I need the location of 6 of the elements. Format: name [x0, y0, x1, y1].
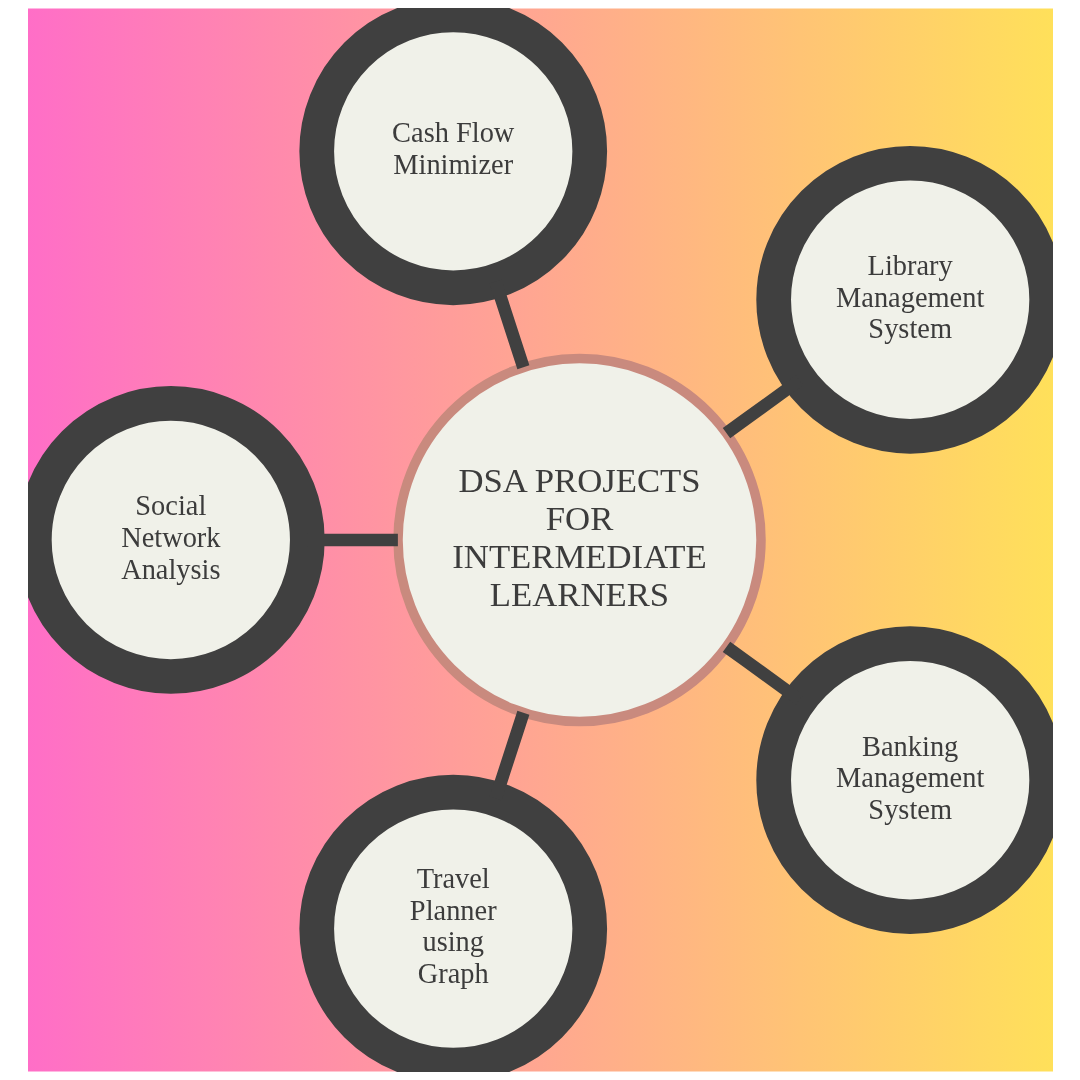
node-circle: Cash Flow Minimizer: [298, 8, 607, 306]
node-circle: Library Management System: [755, 145, 1053, 454]
node-circle: DSA PROJECTS FOR INTERMEDIATE LEARNERS: [392, 353, 766, 727]
node-circle: Banking Management System: [755, 626, 1053, 935]
node-circle: Social Network Analysis: [27, 386, 325, 694]
node-circle: Travel Planner using Graph: [298, 774, 607, 1072]
